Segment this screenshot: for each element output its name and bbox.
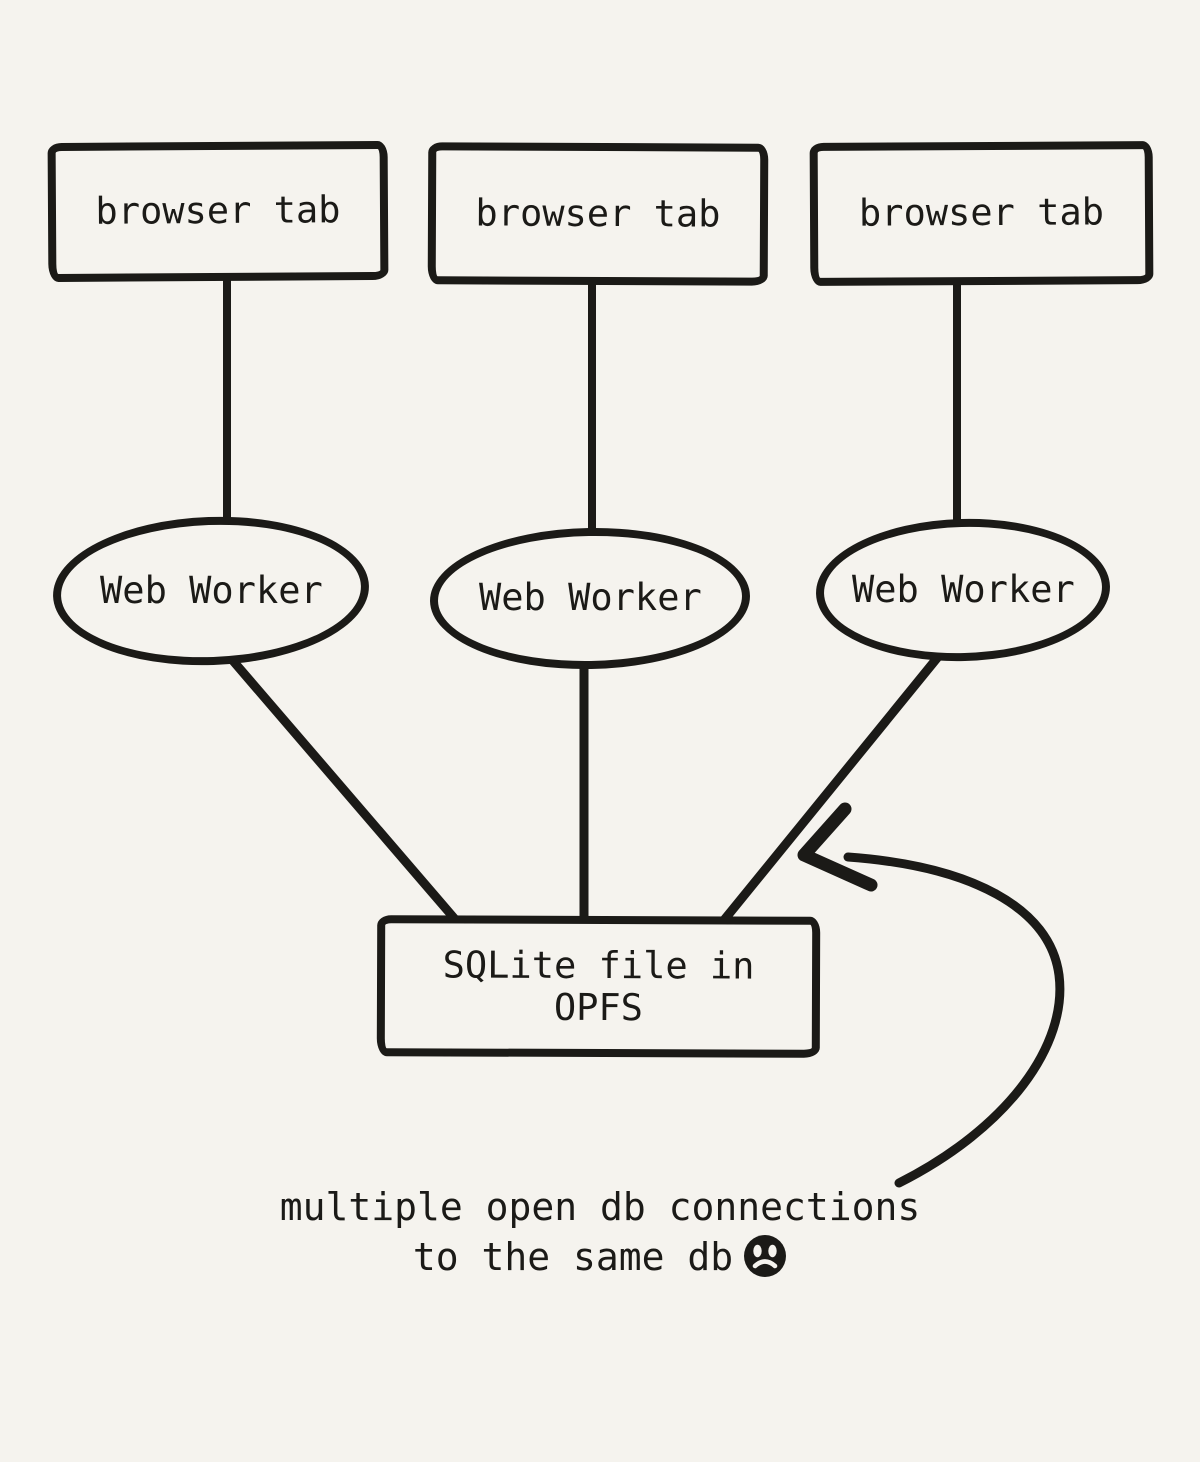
caption: multiple open db connections to the same… [0,1182,1200,1282]
edge-worker3-sqlite [715,647,947,930]
node-sqlite-file: SQLite file in OPFS [376,915,821,1058]
browser-tab-2-label: browser tab [475,191,721,236]
browser-tab-1-label: browser tab [95,188,341,233]
node-browser-tab-2: browser tab [427,142,769,286]
node-browser-tab-3: browser tab [809,141,1154,286]
annotation-arrow-curve [843,852,1065,1188]
sad-face-icon [743,1234,787,1278]
web-worker-2-label: Web Worker [478,576,702,620]
node-browser-tab-1: browser tab [47,140,389,283]
caption-line1: multiple open db connections [279,1185,921,1229]
annotation-arrowhead [797,802,878,892]
sqlite-label-line1: SQLite file in [442,942,755,988]
sqlite-label-line2: OPFS [553,985,644,1029]
web-worker-1-label: Web Worker [99,568,323,612]
browser-tab-3-label: browser tab [858,190,1105,235]
web-worker-3-label: Web Worker [851,567,1075,611]
caption-line2-row: to the same db [0,1232,1200,1282]
caption-line2: to the same db [412,1235,734,1279]
edge-worker1-sqlite [223,650,465,930]
